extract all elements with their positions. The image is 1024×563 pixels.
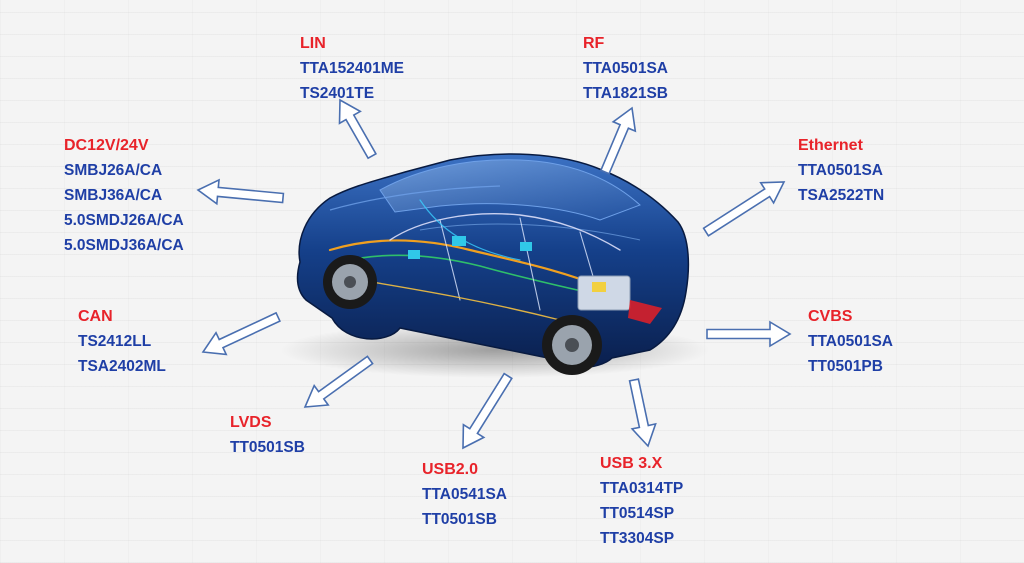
cvbs-title: CVBS [808, 308, 853, 325]
car-illustration [280, 153, 710, 378]
usb3-arrow-icon [628, 378, 657, 448]
can-arrow-icon [201, 311, 281, 356]
lvds-group: LVDS TT0501SB [230, 411, 305, 460]
lin-title: LIN [300, 35, 326, 52]
rf-group: RF TTA0501SA TTA1821SB [583, 32, 668, 106]
can-part-1: TS2412LL [78, 333, 152, 350]
usb2-group: USB2.0 TTA0541SA TT0501SB [422, 458, 507, 532]
can-group: CAN TS2412LL TSA2402ML [78, 305, 166, 379]
dc-title: DC12V/24V [64, 137, 149, 154]
cvbs-arrow-icon [706, 320, 792, 348]
rf-title: RF [583, 35, 605, 52]
lvds-arrow-icon [303, 355, 374, 408]
car-glass [379, 159, 641, 221]
usb3-part-2: TT0514SP [600, 505, 675, 522]
ethernet-title: Ethernet [798, 137, 863, 154]
usb3-group: USB 3.X TTA0314TP TT0514SP TT3304SP [600, 452, 683, 551]
rear-wheel [542, 315, 602, 375]
usb2-title: USB2.0 [422, 461, 479, 478]
usb3-part-1: TTA0314TP [600, 480, 684, 497]
usb3-title: USB 3.X [600, 455, 663, 472]
ethernet-part-1: TTA0501SA [798, 162, 883, 179]
can-part-2: TSA2402ML [78, 358, 166, 375]
dc-part-2: SMBJ36A/CA [64, 187, 163, 204]
ethernet-part-2: TSA2522TN [798, 187, 885, 204]
dc-arrow-icon [196, 178, 285, 206]
rf-part-2: TTA1821SB [583, 85, 668, 102]
dc-part-4: 5.0SMDJ36A/CA [64, 237, 184, 254]
cvbs-group: CVBS TTA0501SA TT0501PB [808, 305, 893, 379]
usb3-part-3: TT3304SP [600, 530, 675, 547]
usb2-arrow-icon [462, 372, 513, 450]
usb2-part-2: TT0501SB [422, 511, 497, 528]
lin-part-1: TTA152401ME [300, 60, 404, 77]
ethernet-arrow-icon [702, 181, 786, 237]
dc-part-3: 5.0SMDJ26A/CA [64, 212, 184, 229]
dc-group: DC12V/24V SMBJ26A/CA SMBJ36A/CA 5.0SMDJ2… [64, 134, 184, 258]
lin-arrow-icon [338, 98, 377, 160]
dc-part-1: SMBJ26A/CA [64, 162, 163, 179]
lvds-part-1: TT0501SB [230, 439, 305, 456]
front-wheel [323, 255, 377, 309]
rf-part-1: TTA0501SA [583, 60, 668, 77]
lvds-title: LVDS [230, 414, 272, 431]
rf-arrow-icon [599, 106, 637, 175]
can-title: CAN [78, 308, 113, 325]
lin-part-2: TS2401TE [300, 85, 375, 102]
ethernet-group: Ethernet TTA0501SA TSA2522TN [798, 134, 884, 208]
lin-group: LIN TTA152401ME TS2401TE [300, 32, 404, 106]
cvbs-part-1: TTA0501SA [808, 333, 893, 350]
usb2-part-1: TTA0541SA [422, 486, 507, 503]
cvbs-part-2: TT0501PB [808, 358, 883, 375]
